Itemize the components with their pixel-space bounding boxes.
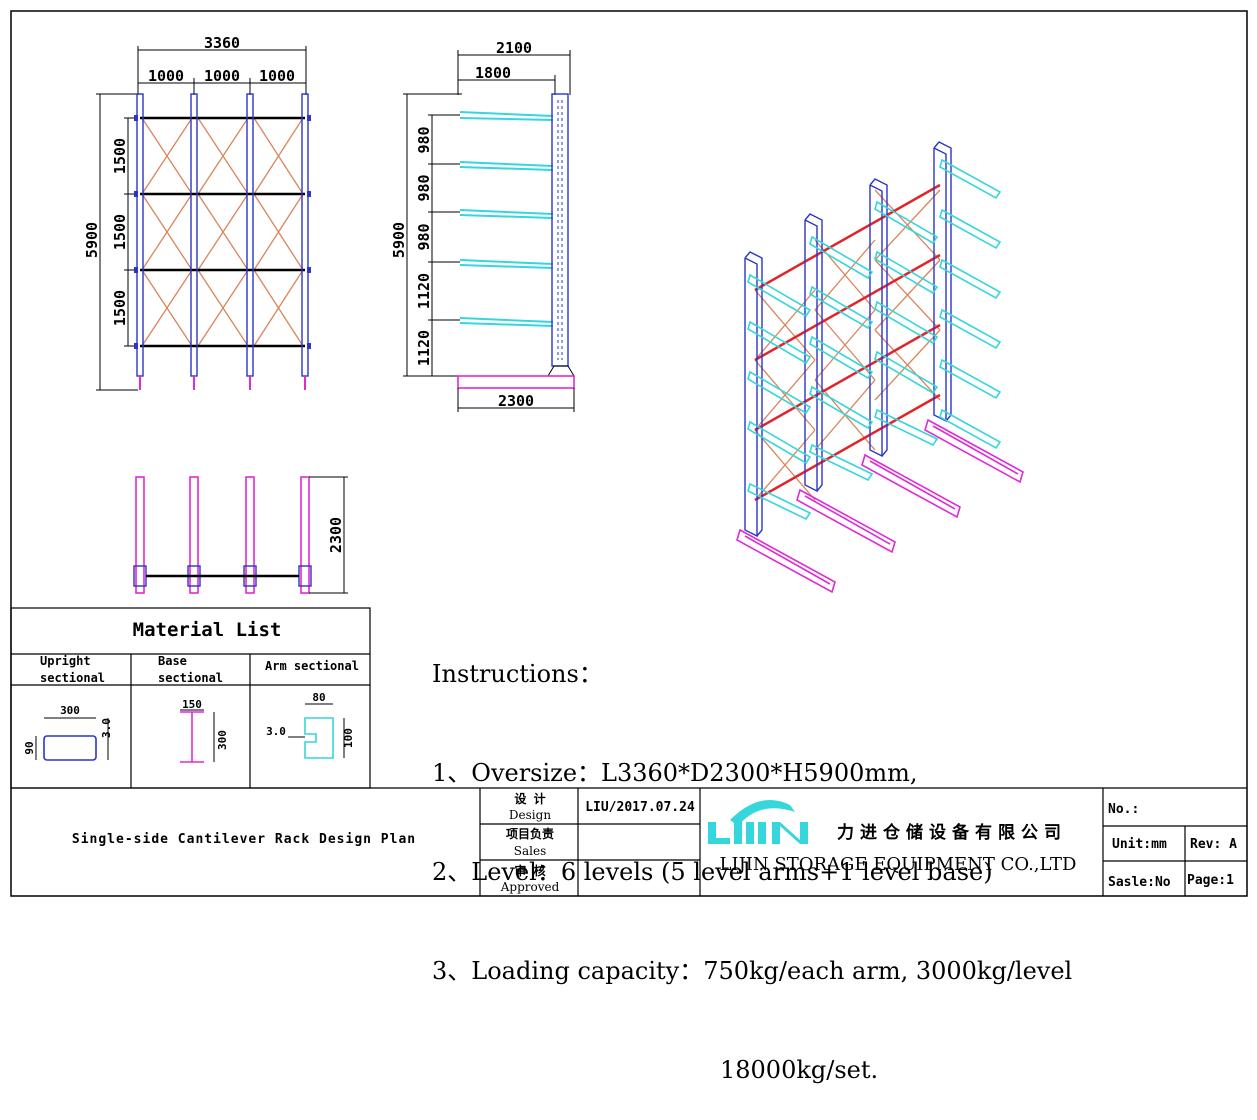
base-section-drawing <box>180 709 215 763</box>
page-number: Page:1 <box>1187 873 1234 888</box>
arm-width: 80 <box>312 691 325 704</box>
sales-label-cn: 项目负责 <box>506 826 554 841</box>
instruction-oversize: 1、Oversize：L3360*D2300*H5900mm, <box>432 759 918 787</box>
upright-height: 90 <box>23 741 36 754</box>
side-spacing-1: 980 <box>415 126 433 153</box>
plan-title: Single-side Cantilever Rack Design Plan <box>72 832 416 847</box>
upright-header-1: Upright <box>40 654 91 668</box>
front-level-3: 1500 <box>111 290 129 326</box>
base-header-1: Base <box>158 654 187 668</box>
upright-section-drawing <box>35 717 109 761</box>
front-level-1: 1500 <box>111 138 129 174</box>
instructions: Instructions： 1、Oversize：L3360*D2300*H59… <box>432 592 1072 1120</box>
sales-label-en: Sales <box>514 844 546 858</box>
drawing-sheet: 3360 1000 1000 1000 5900 1500 1500 1500 <box>10 10 1248 897</box>
top-view: 2300 <box>133 476 348 594</box>
company-logo <box>708 800 808 844</box>
instruction-capacity: 3、Loading capacity：750kg/each arm, 3000k… <box>432 957 1073 985</box>
front-bay-width-2: 1000 <box>204 67 240 85</box>
side-spacing-5: 1120 <box>415 330 433 366</box>
front-bay-width-1: 1000 <box>148 67 184 85</box>
unit: Unit:mm <box>1112 837 1167 852</box>
arm-height: 100 <box>342 728 355 748</box>
sheet-border <box>10 10 1248 897</box>
side-view: 2100 1800 5900 980 980 980 1120 1120 <box>390 39 575 412</box>
instruction-capacity-total: 18000kg/set. <box>720 1056 879 1084</box>
side-spacing-3: 980 <box>415 223 433 250</box>
company-name-en: LIJIN STORAGE EQUIPMENT CO.,LTD <box>720 854 1077 875</box>
side-spacing-2: 980 <box>415 174 433 201</box>
upright-thickness: 3.0 <box>100 718 113 738</box>
design-value: LIU/2017.07.24 <box>585 800 695 815</box>
arm-header: Arm sectional <box>265 659 359 673</box>
arm-section-drawing <box>288 703 345 759</box>
front-view: 3360 1000 1000 1000 5900 1500 1500 1500 <box>83 34 311 391</box>
top-depth: 2300 <box>327 517 345 553</box>
isometric-view <box>736 141 1024 594</box>
approved-label-en: Approved <box>500 880 560 894</box>
upright-width: 300 <box>60 704 80 717</box>
front-height: 5900 <box>83 222 101 258</box>
front-bay-width-3: 1000 <box>259 67 295 85</box>
side-spacing-4: 1120 <box>415 273 433 309</box>
instruction-levels: 2、Level：6 levels (5 level arms+1 level b… <box>432 858 993 886</box>
side-base-length: 2300 <box>498 392 534 410</box>
base-width: 150 <box>182 698 202 711</box>
drawing-no: No.: <box>1108 802 1139 817</box>
approved-label-cn: 审 核 <box>514 863 545 878</box>
title-block-grid <box>11 787 1247 896</box>
arm-thickness: 3.0 <box>266 725 286 738</box>
company-name-cn: 力进仓储设备有限公司 <box>837 822 1067 843</box>
base-height: 300 <box>216 730 229 750</box>
front-level-2: 1500 <box>111 214 129 250</box>
side-depth-overall: 2100 <box>496 39 532 57</box>
material-list-title: Material List <box>133 619 282 641</box>
side-height: 5900 <box>390 222 408 258</box>
revision: Rev: A <box>1190 837 1237 852</box>
design-label-en: Design <box>509 808 551 822</box>
sale-no: Sasle:No <box>1108 875 1171 890</box>
instructions-title: Instructions： <box>432 660 603 688</box>
base-header-2: sectional <box>158 671 223 685</box>
front-total-width: 3360 <box>204 34 240 52</box>
design-label-cn: 设 计 <box>514 791 545 806</box>
upright-header-2: sectional <box>40 671 105 685</box>
side-arm-length: 1800 <box>475 64 511 82</box>
